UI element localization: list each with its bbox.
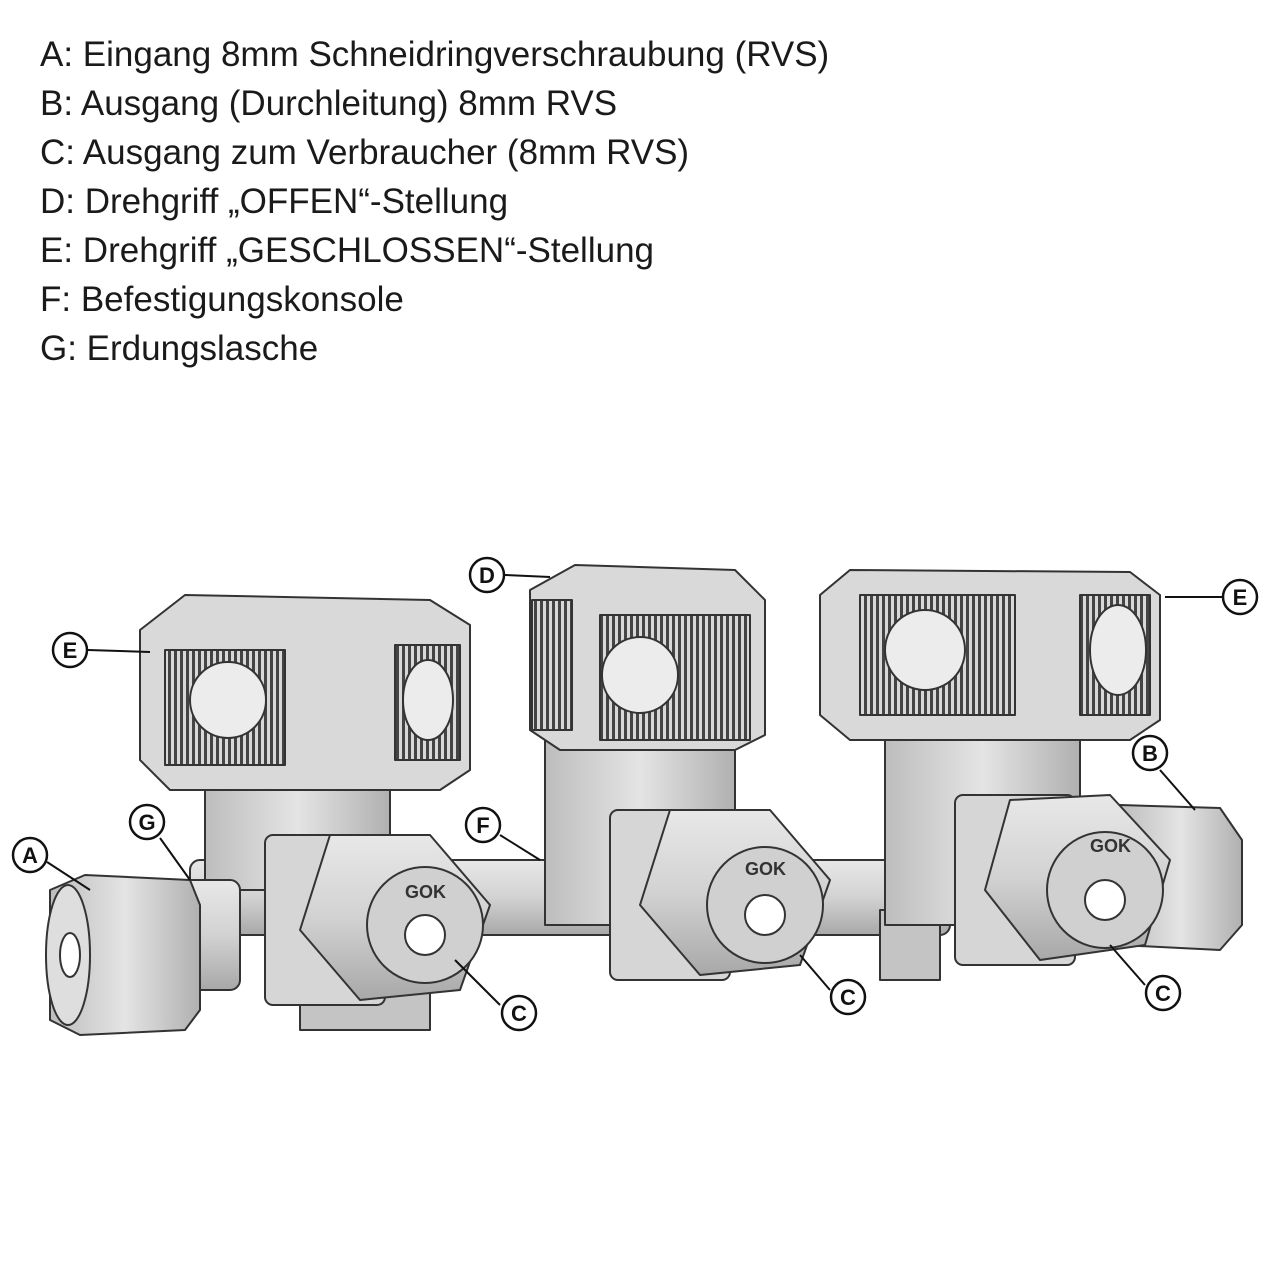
svg-text:F: F: [476, 813, 489, 838]
callout-e-left: E: [51, 631, 89, 669]
callout-b: B: [1131, 734, 1169, 772]
nut-marking: GOK: [405, 882, 446, 902]
svg-text:C: C: [1155, 981, 1171, 1006]
svg-text:C: C: [511, 1001, 527, 1026]
legend-item-g: G: Erdungslasche: [40, 329, 319, 368]
svg-text:E: E: [63, 638, 78, 663]
callout-c1: C: [500, 994, 538, 1032]
svg-text:G: G: [138, 810, 155, 835]
legend: A: Eingang 8mm Schneidringverschraubung …: [40, 30, 829, 373]
nut-marking: GOK: [745, 859, 786, 879]
legend-item-a: A: Eingang 8mm Schneidringverschraubung …: [40, 35, 830, 74]
legend-item-f: F: Befestigungskonsole: [40, 280, 404, 319]
svg-text:B: B: [1142, 741, 1158, 766]
legend-item-e: E: Drehgriff „GESCHLOSSEN“-Stellung: [40, 231, 655, 270]
svg-text:D: D: [479, 563, 495, 588]
svg-text:C: C: [840, 985, 856, 1010]
callout-c2: C: [829, 978, 867, 1016]
inlet-nut-a: [49, 874, 201, 1036]
legend-item-b: B: Ausgang (Durchleitung) 8mm RVS: [40, 84, 618, 123]
outlet-nut-c3: GOK: [984, 794, 1171, 961]
handle-open-middle: [529, 564, 766, 751]
legend-item-d: D: Drehgriff „OFFEN“-Stellung: [40, 182, 509, 221]
nut-marking: GOK: [1090, 836, 1131, 856]
callout-f: F: [464, 806, 502, 844]
outlet-nut-c1: GOK: [299, 834, 491, 1001]
callout-g: G: [128, 803, 166, 841]
handle-closed-right: [819, 569, 1161, 741]
legend-item-c: C: Ausgang zum Verbraucher (8mm RVS): [40, 133, 690, 172]
handle-closed-left: [139, 594, 471, 791]
callout-c3: C: [1144, 974, 1182, 1012]
svg-text:A: A: [22, 843, 38, 868]
callout-d: D: [468, 556, 506, 594]
svg-text:E: E: [1233, 585, 1248, 610]
outlet-nut-c2: GOK: [639, 809, 831, 976]
callout-e-right: E: [1221, 578, 1259, 616]
callout-a: A: [11, 836, 49, 874]
callouts: A G E D F E B C C C: [11, 556, 1259, 1032]
